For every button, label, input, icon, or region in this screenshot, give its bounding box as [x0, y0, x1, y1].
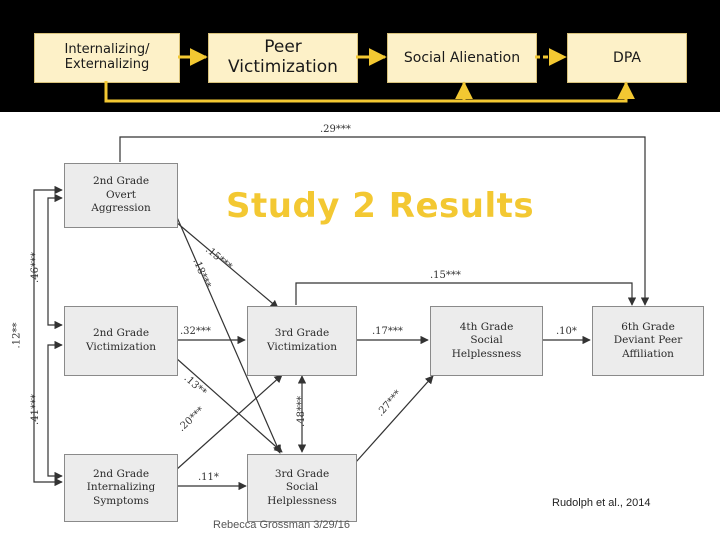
citation: Rudolph et al., 2014: [552, 497, 651, 509]
header-box-dpa: DPA: [567, 33, 687, 83]
node-2nd-grade-victimization: 2nd Grade Victimization: [64, 306, 178, 376]
diagram-paths: [33, 136, 650, 491]
coef-48: .48***: [295, 396, 307, 427]
path-15-top: [295, 282, 637, 306]
path-46: [47, 193, 63, 330]
node-label: 4th Grade Social Helplessness: [451, 320, 522, 360]
footer-text: Rebecca Grossman 3/29/16: [213, 519, 350, 531]
path-41: [47, 340, 63, 481]
header-box-line: Social Alienation: [403, 49, 521, 66]
path-18: [175, 214, 281, 454]
header-connectors: [104, 48, 635, 103]
path-20: [175, 374, 283, 471]
coef-10: .10*: [556, 326, 577, 337]
coef-41: .41***: [29, 394, 41, 425]
path-29: [119, 136, 650, 306]
coef-11: .11*: [198, 472, 219, 483]
header-box-line: DPA: [613, 49, 641, 66]
header-box-peer-victimization: Peer Victimization: [208, 33, 358, 83]
node-2nd-grade-internalizing-symptoms: 2nd Grade Internalizing Symptoms: [64, 454, 178, 522]
node-label: 3rd Grade Social Helplessness: [267, 467, 337, 507]
node-6th-grade-deviant-peer-affiliation: 6th Grade Deviant Peer Affiliation: [592, 306, 704, 376]
path-12: [33, 185, 63, 487]
coef-29: .29***: [320, 124, 351, 135]
coef-12: .12**: [11, 322, 23, 349]
path-13: [175, 357, 283, 453]
header-box-line: Internalizing/: [64, 42, 150, 58]
path-15-diag: [175, 221, 279, 309]
header-box-line: Victimization: [228, 57, 338, 77]
slide-title: Study 2 Results: [226, 186, 535, 226]
header-box-line: Peer: [264, 37, 302, 58]
node-label: 2nd Grade Overt Aggression: [91, 175, 151, 215]
node-label: 6th Grade Deviant Peer Affiliation: [613, 320, 683, 360]
path-27: [355, 375, 434, 463]
node-2nd-grade-overt-aggression: 2nd Grade Overt Aggression: [64, 163, 178, 228]
header-box-internalizing-externalizing: Internalizing/ Externalizing: [34, 33, 180, 83]
node-3rd-grade-social-helplessness: 3rd Grade Social Helplessness: [247, 454, 357, 522]
node-3rd-grade-victimization: 3rd Grade Victimization: [247, 306, 357, 376]
coef-46: .46***: [29, 252, 41, 283]
node-label: 3rd Grade Victimization: [267, 327, 337, 353]
header-box-line: Externalizing: [64, 57, 150, 72]
node-4th-grade-social-helplessness: 4th Grade Social Helplessness: [430, 306, 543, 376]
coef-15-top: .15***: [430, 270, 461, 281]
node-label: 2nd Grade Victimization: [86, 327, 156, 353]
coef-17: .17***: [372, 326, 403, 337]
node-label: 2nd Grade Internalizing Symptoms: [86, 467, 156, 507]
coef-32: .32***: [180, 326, 211, 337]
